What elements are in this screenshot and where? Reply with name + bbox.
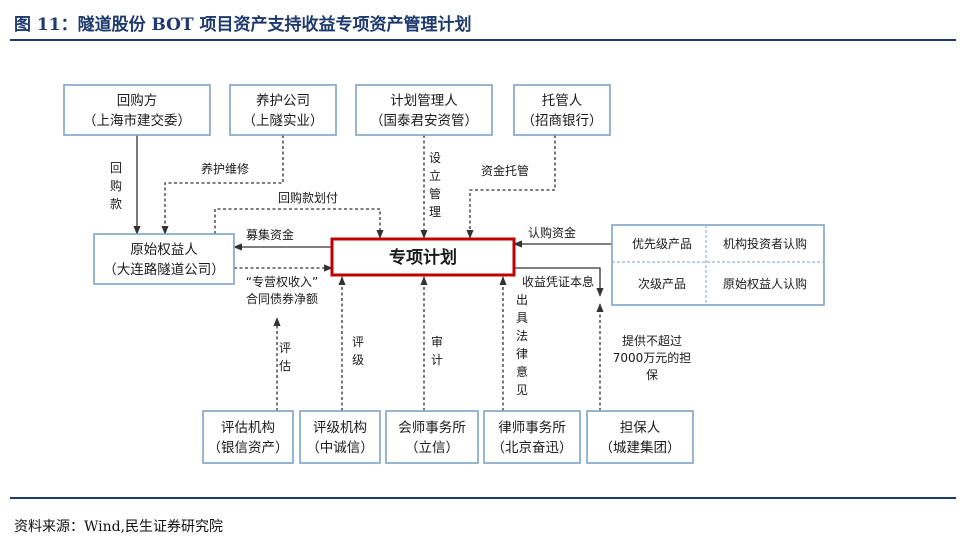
source-note: 资料来源：Wind,民生证券研究院	[14, 519, 224, 535]
node-custodian: 托管人 （招商银行）	[513, 84, 611, 136]
label-setup-3: 管	[429, 186, 441, 201]
label-buyback-payment-3: 款	[110, 197, 122, 211]
label-fee-line1: “专营权收入”	[246, 274, 318, 289]
label-legal-3: 法	[516, 329, 528, 343]
node-plan-manager: 计划管理人 （国泰君安资管）	[355, 84, 493, 136]
node-originator-entity: （大连路隧道公司）	[103, 262, 225, 278]
node-special-plan-label: 专项计划	[389, 247, 457, 268]
label-subscribe: 认购资金	[528, 225, 576, 240]
label-guarantee-line3: 保	[646, 368, 658, 382]
node-custodian-entity: （招商银行）	[522, 113, 603, 129]
node-appraisal: 评估机构 （银信资产）	[202, 410, 294, 464]
node-maintenance-entity: （上隧实业）	[243, 113, 324, 129]
edge-fund-custody	[466, 135, 556, 239]
product-originator-sub: 原始权益人认购	[723, 276, 807, 291]
node-accounting-entity: （立信）	[405, 440, 459, 456]
node-appraisal-entity: （银信资产）	[208, 440, 289, 456]
label-setup-2: 立	[429, 168, 441, 183]
label-buyback-payment-1: 回	[110, 161, 122, 175]
node-buyback-entity: （上海市建交委）	[83, 112, 191, 129]
label-legal-1: 出	[516, 293, 528, 307]
node-custodian-name: 托管人	[542, 93, 583, 109]
node-law-entity: （北京奋迅）	[492, 440, 573, 456]
product-priority: 优先级产品	[632, 237, 692, 251]
label-appraise-1: 评	[279, 341, 291, 355]
node-guarantor-name: 担保人	[620, 420, 661, 436]
label-legal-2: 具	[516, 311, 528, 325]
node-appraisal-name: 评估机构	[221, 420, 275, 436]
node-plan-manager-name: 计划管理人	[390, 93, 458, 109]
label-maintenance: 养护维修	[201, 161, 249, 176]
node-accounting: 会师事务所 （立信）	[385, 410, 479, 464]
edge-maintenance	[161, 135, 284, 235]
node-accounting-name: 会师事务所	[398, 420, 466, 436]
node-originator-name: 原始权益人	[130, 241, 198, 258]
edge-payback	[514, 267, 604, 297]
node-special-plan: 专项计划	[330, 237, 516, 277]
label-guarantee-line1: 提供不超过	[622, 333, 682, 348]
node-law-name: 律师事务所	[498, 420, 566, 436]
figure-title: 图 11：隧道股份 BOT 项目资产支持收益专项资产管理计划	[14, 15, 472, 35]
product-subordinate: 次级产品	[638, 277, 686, 291]
node-products: 优先级产品 机构投资者认购 次级产品 原始权益人认购	[611, 224, 825, 306]
label-rate-2: 级	[352, 353, 364, 367]
label-rate-1: 评	[352, 335, 364, 349]
node-buyback-name: 回购方	[117, 93, 158, 109]
label-buyback-transfer: 回购款划付	[278, 190, 338, 205]
node-rating-entity: （中诚信）	[306, 440, 374, 456]
label-legal-4: 律	[516, 347, 528, 361]
node-originator: 原始权益人 （大连路隧道公司）	[93, 233, 235, 285]
node-rating: 评级机构 （中诚信）	[299, 410, 381, 464]
label-buyback-payment-2: 购	[110, 178, 122, 193]
product-institutional: 机构投资者认购	[723, 236, 807, 251]
label-appraise-2: 估	[279, 359, 291, 373]
label-raise-funds: 募集资金	[246, 227, 294, 242]
label-guarantee-line2: 7000万元的担	[613, 350, 692, 365]
label-setup-4: 理	[429, 205, 441, 219]
node-maintenance-co: 养护公司 （上隧实业）	[229, 84, 337, 136]
label-legal-5: 意	[516, 364, 528, 379]
label-fund-custody: 资金托管	[481, 163, 529, 178]
label-audit-2: 计	[431, 353, 443, 367]
label-setup-1: 设	[429, 151, 441, 165]
node-guarantor: 担保人 （城建集团）	[586, 410, 694, 464]
label-legal-6: 见	[516, 383, 528, 397]
node-buyback: 回购方 （上海市建交委）	[63, 84, 211, 136]
label-audit-1: 审	[431, 334, 443, 349]
node-maintenance-name: 养护公司	[256, 93, 310, 109]
label-fee-line2: 合同债券净额	[246, 291, 318, 306]
label-payback: 收益凭证本息	[522, 274, 594, 289]
node-rating-name: 评级机构	[313, 420, 367, 436]
node-law-firm: 律师事务所 （北京奋迅）	[483, 410, 581, 464]
edge-buyback-transfer	[214, 208, 384, 239]
node-plan-manager-entity: （国泰君安资管）	[370, 113, 478, 129]
node-guarantor-entity: （城建集团）	[600, 440, 681, 456]
